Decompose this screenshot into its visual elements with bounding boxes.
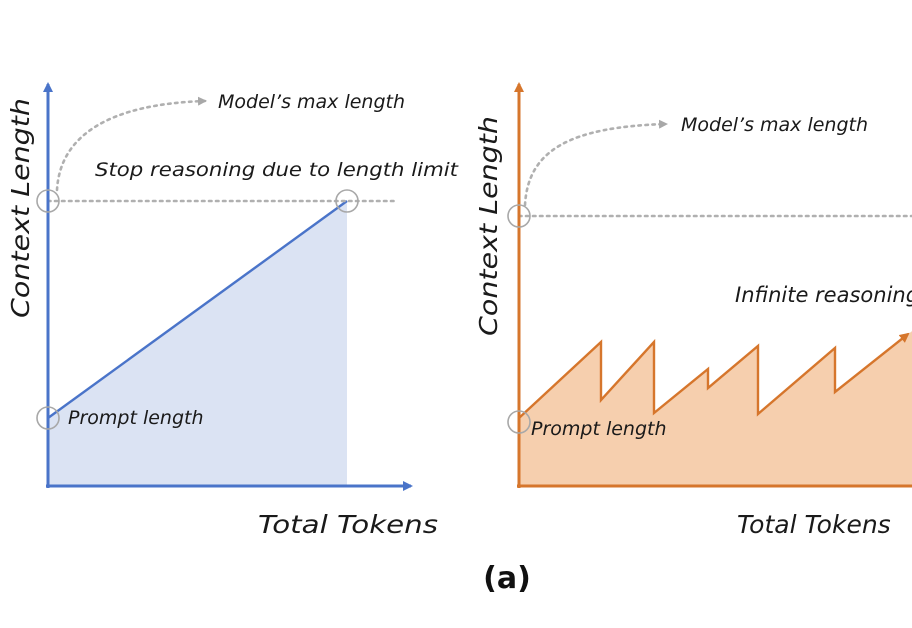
left-max-length-marker bbox=[36, 189, 60, 213]
figure-caption: (a) bbox=[483, 561, 531, 596]
left-context-growth-line bbox=[47, 200, 348, 419]
right-infinite-label: Infinite reasoning bbox=[735, 283, 912, 307]
left-prompt-label: Prompt length bbox=[68, 407, 204, 429]
left-stop-marker bbox=[335, 189, 359, 213]
right-context-area bbox=[519, 331, 912, 486]
left-stop-label: Stop reasoning due to length limit bbox=[95, 159, 460, 181]
left-x-axis-title: Total Tokens bbox=[258, 510, 438, 539]
right-max-length-marker bbox=[507, 204, 531, 228]
left-max-length-label: Model’s max length bbox=[218, 91, 405, 113]
right-prompt-label: Prompt length bbox=[531, 418, 667, 440]
left-context-area bbox=[48, 201, 347, 486]
right-context-sawtooth-line bbox=[518, 332, 910, 419]
right-prompt-marker bbox=[507, 410, 531, 434]
left-y-axis-title: Context Length bbox=[6, 98, 35, 318]
right-max-length-pointer bbox=[523, 119, 668, 207]
right-panel: Model’s max length Infinite reasoning Pr… bbox=[474, 82, 912, 539]
left-panel: Model’s max length Stop reasoning due to… bbox=[6, 82, 460, 539]
left-prompt-marker bbox=[36, 406, 60, 430]
right-max-length-label: Model’s max length bbox=[681, 114, 868, 136]
left-max-length-pointer bbox=[55, 96, 207, 192]
right-x-axis-title: Total Tokens bbox=[737, 510, 891, 539]
right-y-axis-title: Context Length bbox=[474, 116, 503, 336]
